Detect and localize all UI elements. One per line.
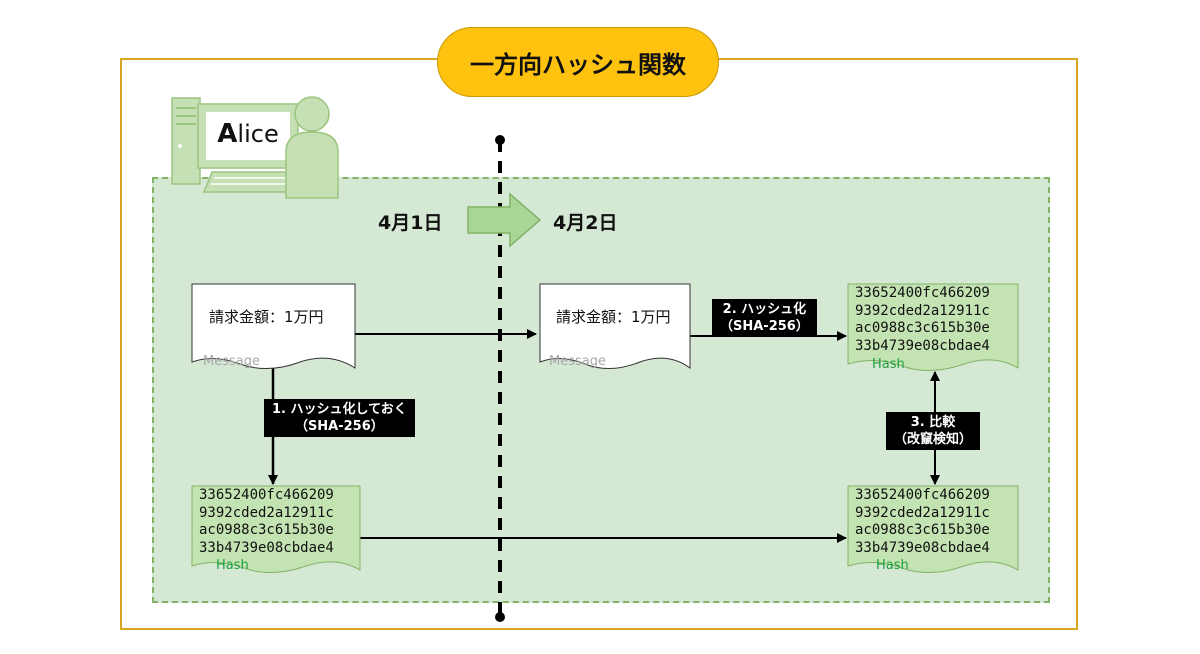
message-text-day2: 請求金額：1万円 [556, 308, 671, 326]
computer-icon [171, 97, 302, 193]
message-text-day1: 請求金額：1万円 [209, 308, 324, 326]
hash-value-day1: 33652400fc466209 9392cded2a12911c ac0988… [199, 487, 334, 556]
step2-label: 2. ハッシュ化 （SHA-256） [712, 299, 817, 337]
message-label-day1: Message [203, 354, 260, 369]
timeline-divider [495, 135, 505, 622]
step1-label: 1. ハッシュ化しておく （SHA-256） [264, 399, 415, 437]
date-day2: 4月2日 [553, 212, 618, 234]
hash-label-day2-bottom: Hash [876, 558, 909, 573]
message-doc-day2 [539, 283, 691, 369]
hash-label-day1: Hash [216, 558, 249, 573]
hash-label-day2-top: Hash [872, 357, 905, 372]
date-day1: 4月1日 [378, 212, 443, 234]
hash-doc-day2-bottom [847, 485, 1019, 574]
hash-value-day2-bottom: 33652400fc466209 9392cded2a12911c ac0988… [855, 487, 990, 556]
message-doc-day1 [191, 283, 356, 369]
message-label-day2: Message [549, 354, 606, 369]
hash-value-day2-top: 33652400fc466209 9392cded2a12911c ac0988… [855, 285, 990, 354]
user-icon [285, 96, 339, 199]
step3-label: 3. 比較 （改竄検知） [886, 412, 981, 450]
diagram-title: 一方向ハッシュ関数 [437, 27, 719, 97]
arrow-right-icon [467, 192, 542, 248]
hash-doc-day2-top [847, 283, 1019, 372]
hash-doc-day1 [191, 485, 361, 574]
